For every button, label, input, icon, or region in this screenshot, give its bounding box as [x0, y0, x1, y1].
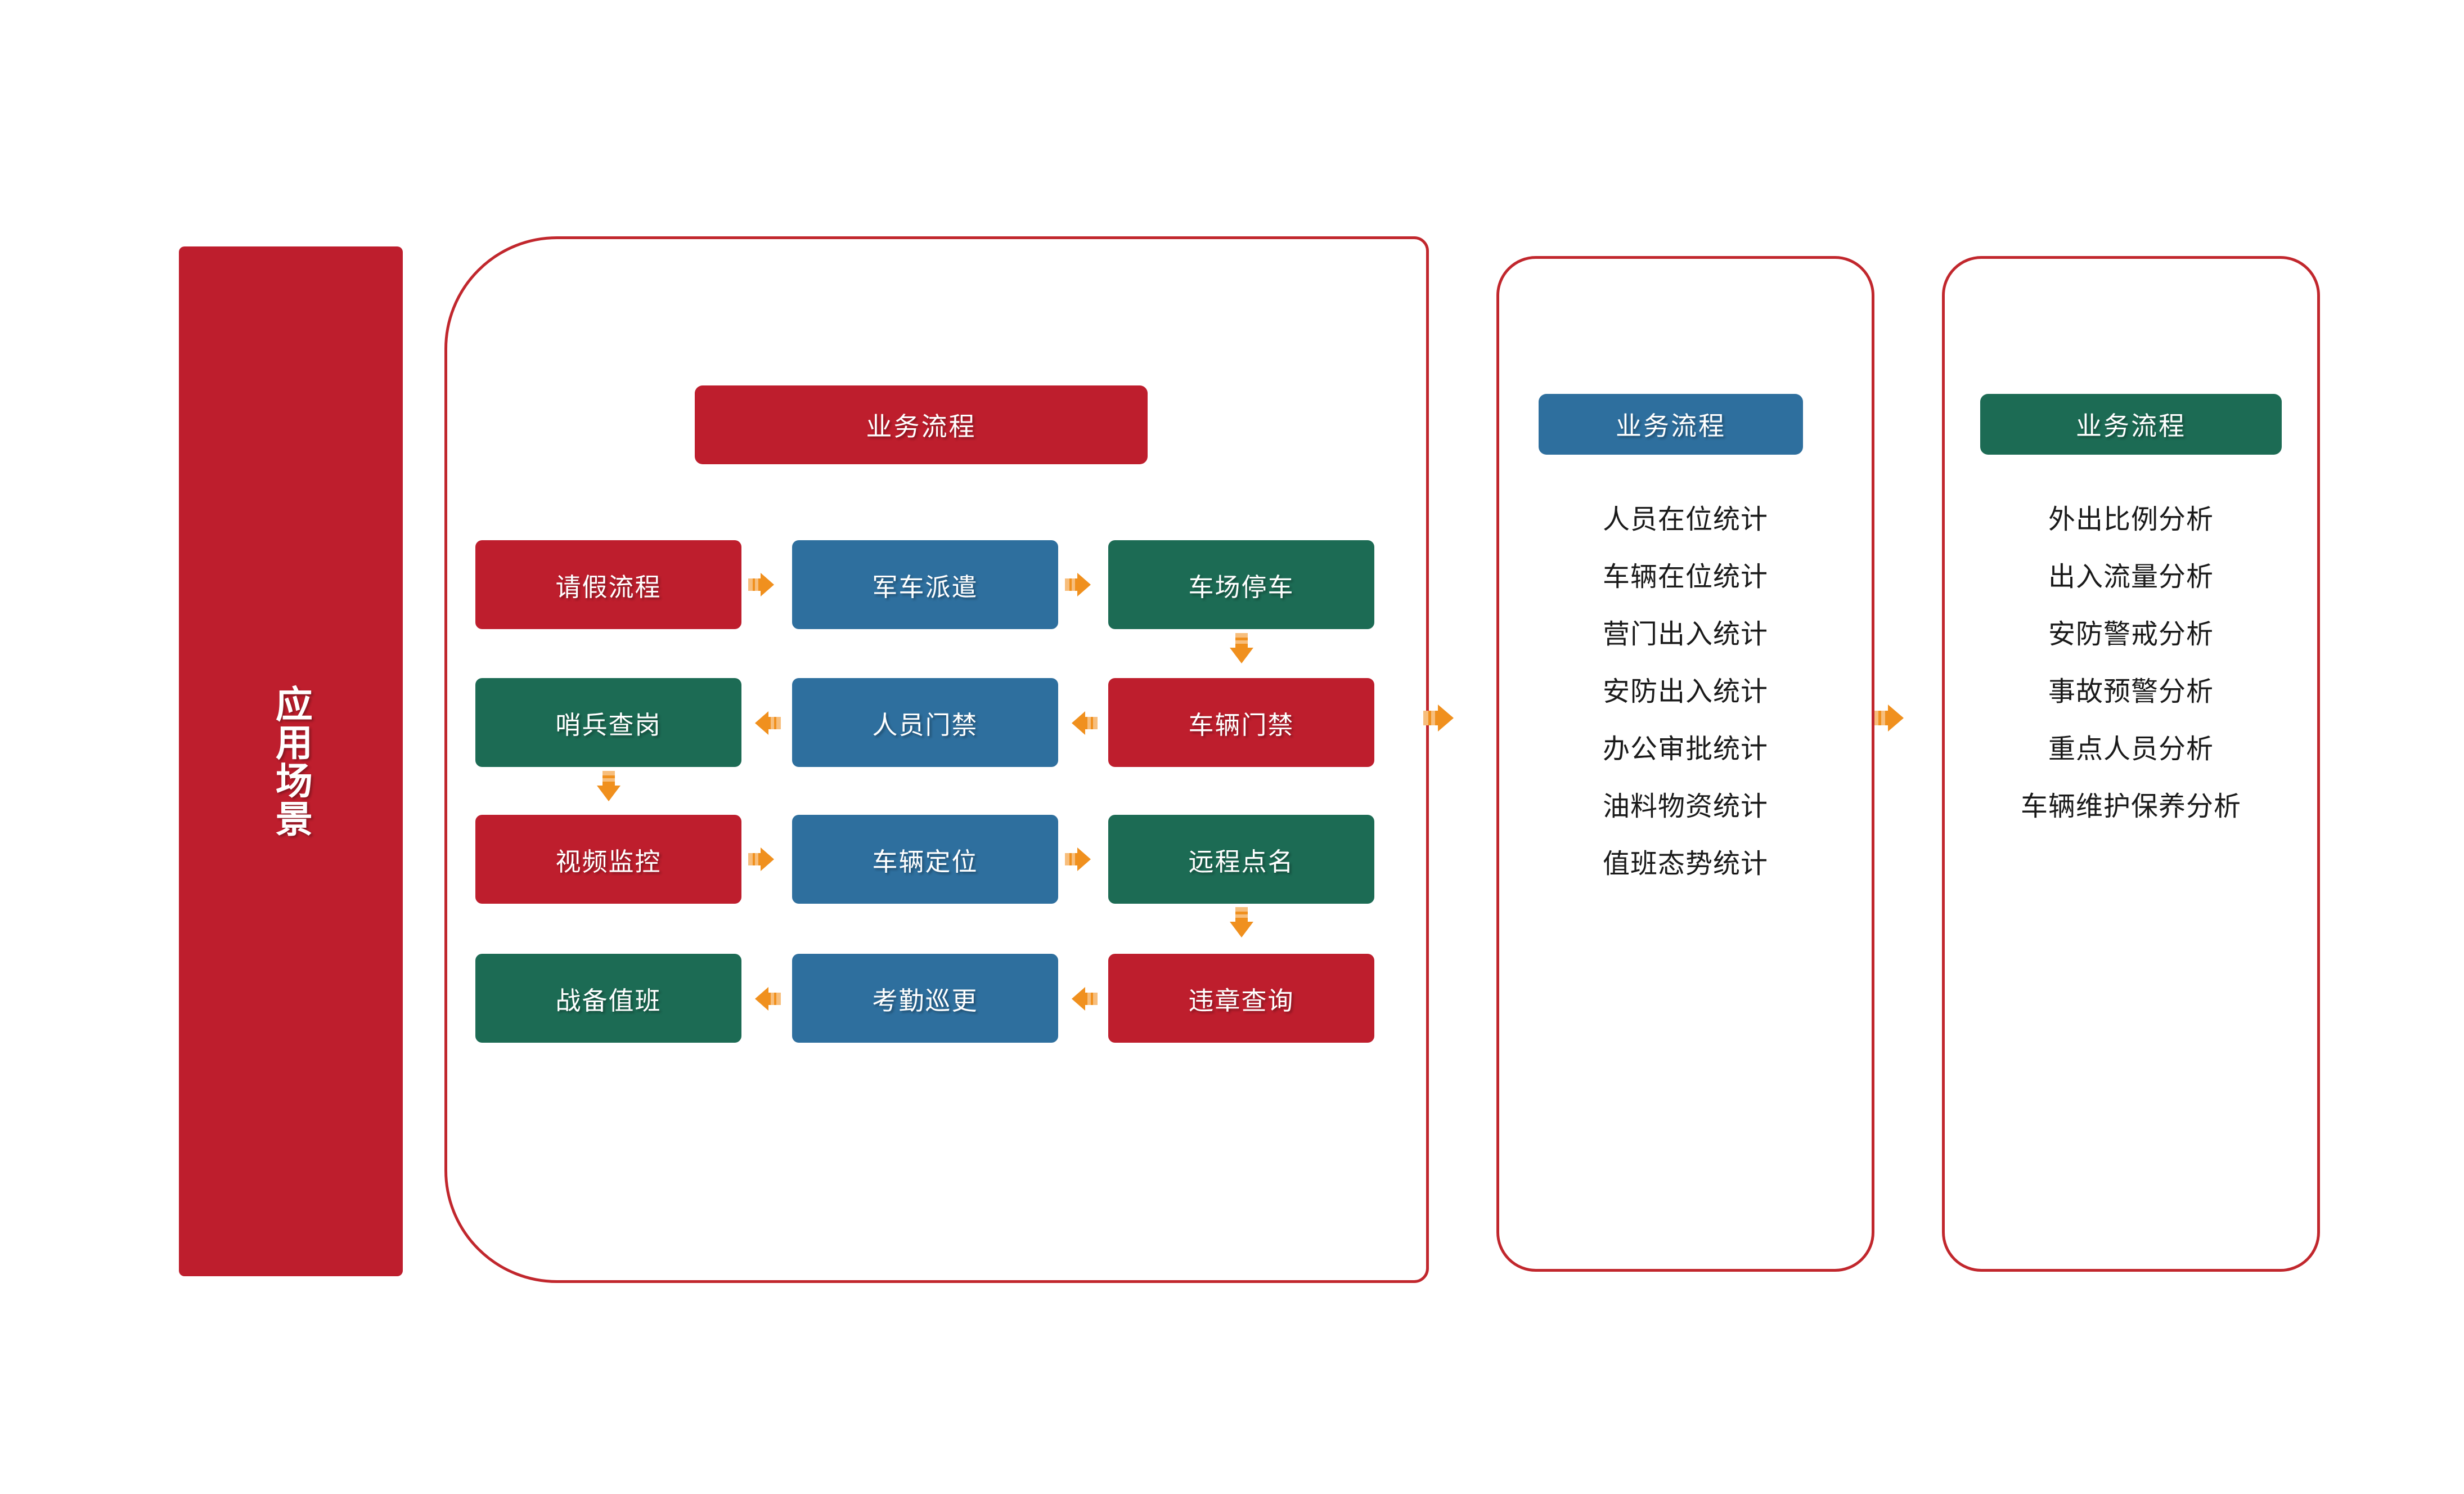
process-box-shaobingchagang[interactable]: 哨兵查岗 [475, 678, 741, 767]
process-box-weizhangchaxun[interactable]: 违章查询 [1108, 954, 1374, 1043]
list-item[interactable]: 油料物资统计 [1602, 792, 1768, 822]
process-box-zhanbeizhiban[interactable]: 战备值班 [475, 954, 741, 1043]
process-box-junchepaiqian[interactable]: 军车派遣 [792, 540, 1058, 629]
list-item[interactable]: 安防出入统计 [1602, 677, 1768, 707]
list-item[interactable]: 营门出入统计 [1602, 620, 1768, 649]
process-box-qingjialiucheng[interactable]: 请假流程 [475, 540, 741, 629]
list-item[interactable]: 人员在位统计 [1602, 505, 1768, 535]
application-scenario-panel: 应用场景 [179, 246, 403, 1276]
list-item[interactable]: 出入流量分析 [2048, 562, 2214, 592]
analysis-item-list: 外出比例分析 出入流量分析 安防警戒分析 事故预警分析 重点人员分析 车辆维护保… [1942, 506, 2320, 851]
analysis-panel-header: 业务流程 [1980, 394, 2282, 455]
list-item[interactable]: 车辆维护保养分析 [2020, 792, 2241, 822]
statistics-item-list: 人员在位统计 车辆在位统计 营门出入统计 安防出入统计 办公审批统计 油料物资统… [1496, 506, 1874, 908]
list-item[interactable]: 安防警戒分析 [2048, 620, 2214, 649]
process-box-shipinjiankong[interactable]: 视频监控 [475, 815, 741, 904]
list-item[interactable]: 值班态势统计 [1602, 849, 1768, 879]
list-item[interactable]: 事故预警分析 [2048, 677, 2214, 707]
list-item[interactable]: 外出比例分析 [2048, 505, 2214, 535]
list-item[interactable]: 办公审批统计 [1602, 734, 1768, 764]
process-box-kaoqinxungeng[interactable]: 考勤巡更 [792, 954, 1058, 1043]
process-box-cheliangmenjin[interactable]: 车辆门禁 [1108, 678, 1374, 767]
list-item[interactable]: 车辆在位统计 [1602, 562, 1768, 592]
list-item[interactable]: 重点人员分析 [2048, 734, 2214, 764]
process-box-cheliangdingwei[interactable]: 车辆定位 [792, 815, 1058, 904]
stats-panel-header: 业务流程 [1539, 394, 1803, 455]
flow-panel-header: 业务流程 [695, 385, 1148, 464]
process-box-yuanchengdianming[interactable]: 远程点名 [1108, 815, 1374, 904]
process-box-chechangtingche[interactable]: 车场停车 [1108, 540, 1374, 629]
application-scenario-label: 应用场景 [270, 685, 312, 838]
process-box-renyuanmenjin[interactable]: 人员门禁 [792, 678, 1058, 767]
